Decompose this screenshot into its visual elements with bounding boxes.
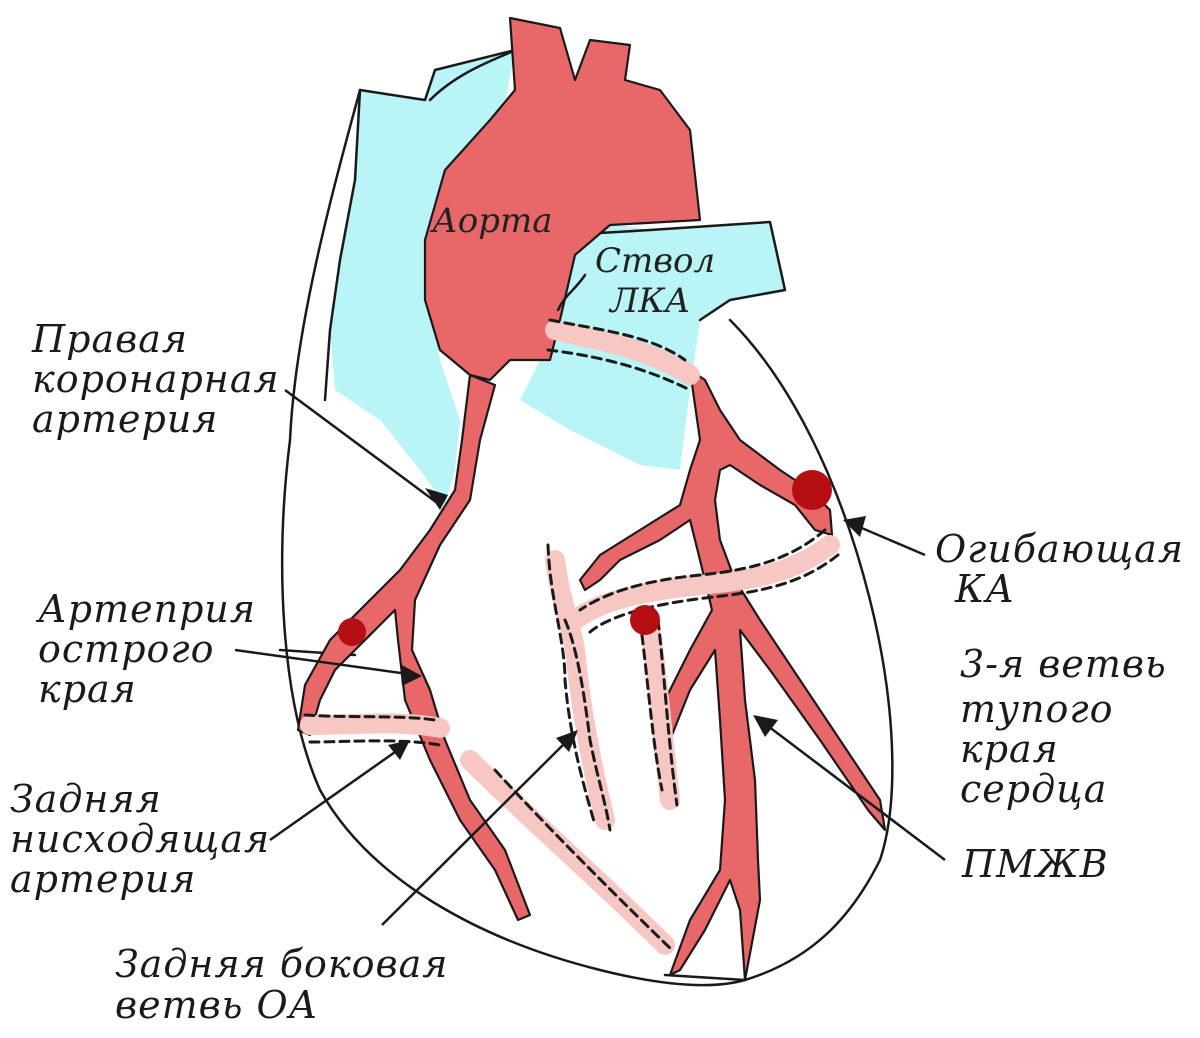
heart-outline	[280, 88, 894, 987]
label-circumflex-1: Огибающая	[935, 527, 1184, 571]
label-acute-marginal-3: края	[38, 667, 137, 711]
posterior-vessels	[300, 318, 840, 955]
label-lca-trunk-1: Ствол	[595, 241, 715, 281]
label-obtuse-marginal-2: тупого	[960, 687, 1114, 731]
label-rca-3: артерия	[32, 397, 218, 441]
arrows	[234, 388, 946, 926]
left-coronary-system	[578, 368, 887, 982]
label-pda-1: Задняя	[10, 777, 162, 821]
label-circumflex-2: КА	[954, 567, 1015, 611]
stenosis-posterolateral	[630, 605, 660, 635]
label-lca-trunk-2: ЛКА	[608, 281, 690, 321]
label-rca-2: коронарная	[32, 357, 280, 401]
pulmonary-trunk	[520, 220, 787, 470]
label-posterolateral-1: Задняя боковая	[115, 942, 448, 986]
label-pda-2: нисходящая	[10, 817, 270, 861]
label-aorta: Аорта	[430, 201, 553, 241]
label-acute-marginal-1: Артеприя	[35, 587, 256, 631]
label-obtuse-marginal-3: края	[960, 727, 1059, 771]
label-lad: ПМЖВ	[961, 842, 1109, 886]
label-rca-1: Правая	[31, 317, 188, 361]
label-obtuse-marginal-1: 3-я ветвь	[960, 642, 1167, 686]
aorta	[423, 16, 702, 382]
stenosis-acute-marginal	[338, 618, 366, 646]
label-obtuse-marginal-4: сердца	[960, 767, 1107, 811]
label-posterolateral-2: ветвь ОА	[115, 983, 318, 1027]
stenosis-circumflex	[792, 470, 832, 510]
label-acute-marginal-2: острого	[38, 627, 214, 671]
label-pda-3: артерия	[10, 857, 196, 901]
